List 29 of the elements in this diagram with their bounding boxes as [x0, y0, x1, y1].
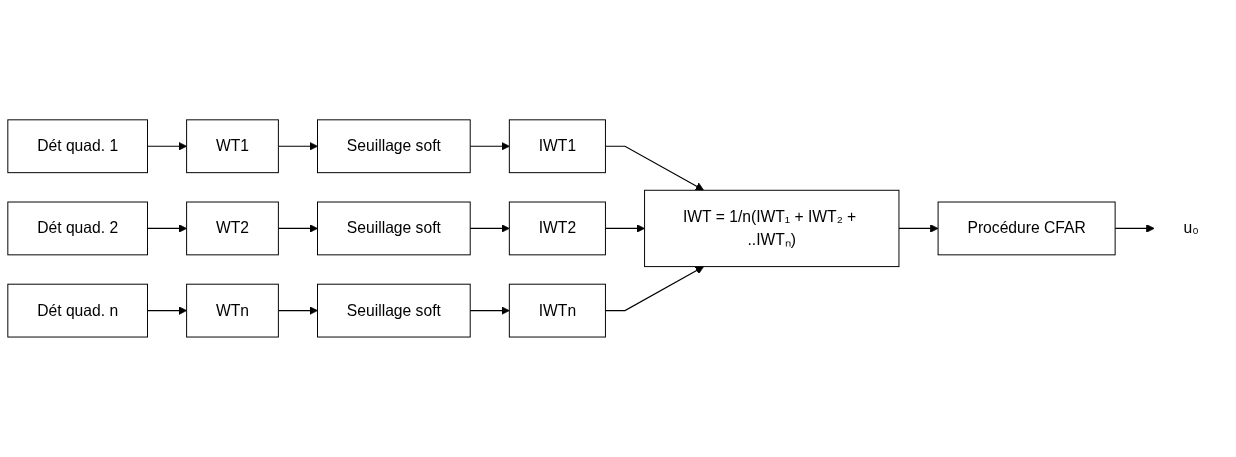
node-box: WTn	[186, 283, 279, 338]
arrow	[469, 306, 510, 315]
node-box: Procédure CFAR	[937, 201, 1116, 256]
node-box: IWT2	[508, 201, 606, 256]
arrow	[604, 145, 704, 191]
arrow	[277, 306, 318, 315]
node-box: IWT = 1/n(IWT₁ + IWT₂ + ..IWTₙ)	[644, 189, 900, 268]
node-box: WT2	[186, 201, 279, 256]
node-box: IWT1	[508, 119, 606, 174]
arrow	[146, 224, 187, 233]
node-box: WT1	[186, 119, 279, 174]
node-box: Dét quad. 1	[7, 119, 148, 174]
node-text: u₀	[1183, 219, 1199, 237]
arrow	[604, 224, 645, 233]
node-box: Seuillage soft	[317, 201, 471, 256]
arrow	[277, 142, 318, 151]
arrow	[146, 142, 187, 151]
node-box: Seuillage soft	[317, 283, 471, 338]
node-box: Dét quad. 2	[7, 201, 148, 256]
arrow	[469, 142, 510, 151]
arrow	[146, 306, 187, 315]
node-box: Dét quad. n	[7, 283, 148, 338]
node-box: Seuillage soft	[317, 119, 471, 174]
arrow	[1114, 224, 1155, 233]
arrow	[604, 266, 704, 312]
arrow	[277, 224, 318, 233]
arrow	[898, 224, 939, 233]
arrow	[469, 224, 510, 233]
node-box: IWTn	[508, 283, 606, 338]
